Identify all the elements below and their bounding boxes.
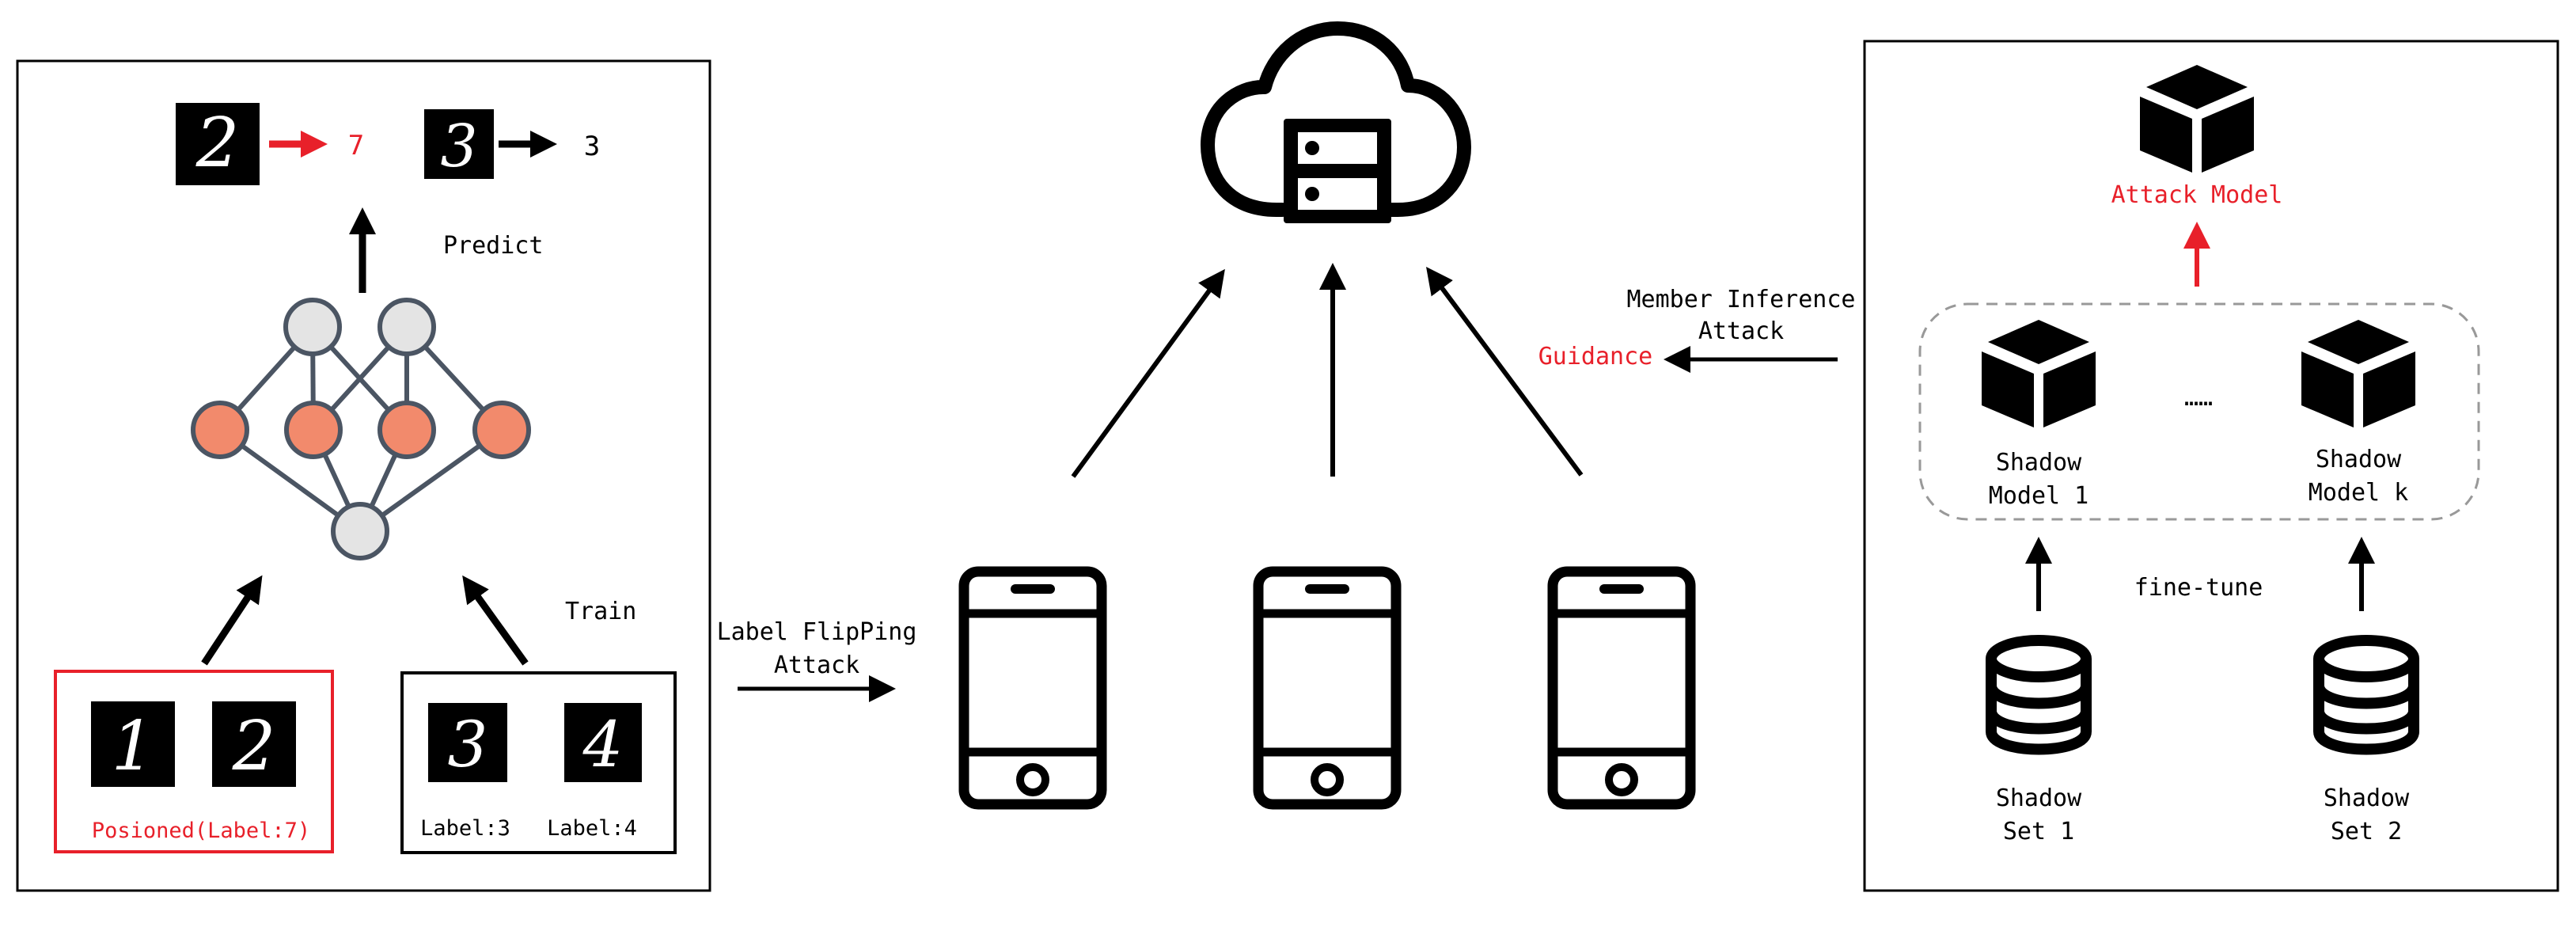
left-panel: 2 7 3 3 Predict bbox=[16, 59, 711, 892]
mnist-digit: 2 bbox=[195, 104, 240, 183]
mnist-digit: 3 bbox=[440, 112, 477, 180]
phone-to-cloud-arrow-left bbox=[1071, 268, 1225, 478]
phone-icon-2 bbox=[1253, 566, 1402, 810]
mnist-digit: 2 bbox=[232, 707, 276, 786]
member-inference-line2: Attack bbox=[1698, 317, 1784, 345]
mnist-digit: 3 bbox=[448, 708, 488, 781]
shadow-model-1-line1: Shadow bbox=[1996, 449, 2082, 477]
mnist-image-poisoned-2: 2 bbox=[212, 701, 296, 787]
label-flipping-line2: Attack bbox=[774, 652, 859, 679]
mnist-image-clean-1: 3 bbox=[428, 703, 507, 782]
shadow-models-ellipsis: …… bbox=[2184, 384, 2213, 412]
guidance-label: Guidance bbox=[1538, 343, 1653, 370]
phone-icon-3 bbox=[1547, 566, 1696, 810]
mnist-image-clean-2: 4 bbox=[564, 703, 642, 782]
prediction-clean-output: 3 bbox=[584, 131, 600, 162]
mnist-image-pred-poisoned: 2 bbox=[176, 103, 260, 185]
clean-data-box: 3 4 Label:3 Label:4 bbox=[400, 671, 677, 854]
shadow-set-1-line2: Set 1 bbox=[2003, 818, 2074, 845]
train-label: Train bbox=[565, 598, 636, 625]
shadow-set-2-database-icon bbox=[2313, 635, 2419, 755]
shadow-model-k-cube-icon bbox=[2301, 320, 2415, 427]
shadow-set-2-line1: Shadow bbox=[2324, 785, 2410, 812]
shadow-set-2-line2: Set 2 bbox=[2331, 818, 2402, 845]
shadow-model-1-line2: Model 1 bbox=[1989, 482, 2088, 510]
mnist-image-poisoned-1: 1 bbox=[91, 701, 175, 787]
mnist-digit: 1 bbox=[112, 707, 155, 786]
right-panel-border bbox=[1863, 40, 2559, 892]
attack-model-cube-icon bbox=[2140, 65, 2254, 173]
mnist-image-pred-clean: 3 bbox=[424, 109, 494, 180]
poisoned-data-box: 1 2 Posioned(Label:7) bbox=[54, 670, 334, 853]
poisoned-box-label: Posioned(Label:7) bbox=[92, 819, 310, 843]
mnist-digit: 4 bbox=[582, 708, 624, 781]
phone-to-cloud-arrow-right bbox=[1426, 266, 1584, 477]
shadow-models-group bbox=[1918, 302, 2480, 521]
label-flipping-attack: Label FlipPing Attack bbox=[717, 618, 917, 702]
prediction-poisoned-output: 7 bbox=[348, 130, 364, 161]
attack-model-label: Attack Model bbox=[2111, 181, 2283, 209]
train-arrow-left bbox=[201, 575, 263, 666]
cloud-server-icon bbox=[1201, 21, 1471, 223]
left-panel-border bbox=[16, 59, 711, 892]
label-flipping-line1: Label FlipPing bbox=[717, 618, 917, 646]
shadow-model-1-cube-icon bbox=[1982, 320, 2096, 427]
shadow-set-1-line1: Shadow bbox=[1996, 785, 2082, 812]
shadow-model-k-line1: Shadow bbox=[2316, 446, 2402, 473]
clean-label-2: Label:4 bbox=[547, 816, 637, 841]
predict-label: Predict bbox=[443, 232, 543, 260]
right-panel: Attack Model Shadow Model 1 …… Shadow Mo… bbox=[1863, 40, 2559, 892]
member-inference-attack: Member Inference Attack Guidance bbox=[1538, 286, 1856, 373]
shadow-set-1-database-icon bbox=[1986, 635, 2092, 755]
train-arrow-right bbox=[462, 575, 529, 666]
fine-tune-label: fine-tune bbox=[2134, 574, 2263, 602]
shadow-model-k-line2: Model k bbox=[2309, 479, 2408, 507]
neural-network-icon bbox=[191, 298, 531, 560]
member-inference-line1: Member Inference bbox=[1627, 286, 1856, 313]
clean-label-1: Label:3 bbox=[420, 816, 510, 841]
phone-icon-1 bbox=[958, 566, 1107, 810]
